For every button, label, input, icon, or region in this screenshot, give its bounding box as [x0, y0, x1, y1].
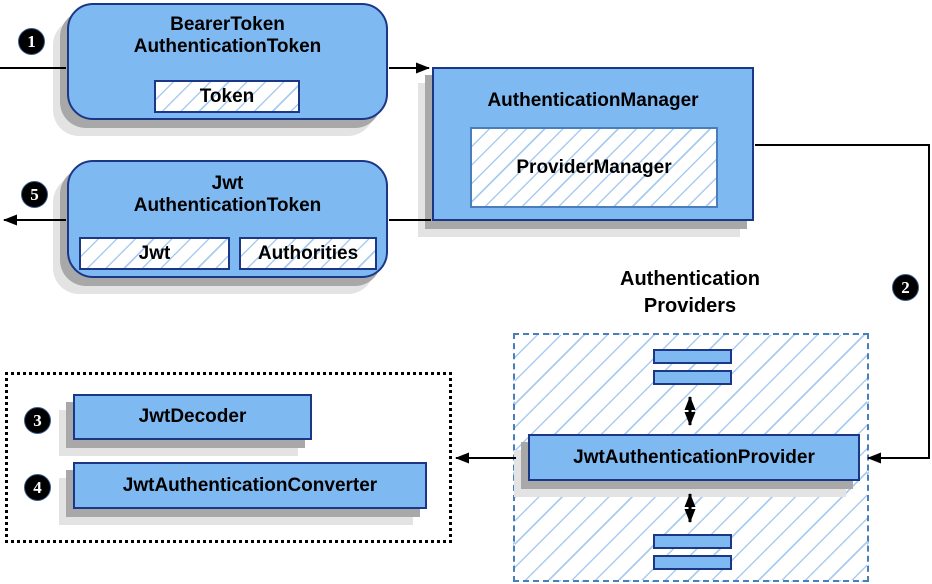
provider-placeholder-rect-bottom-2	[653, 555, 732, 570]
authentication-manager-box: AuthenticationManager ProviderManager	[432, 67, 754, 221]
jwt-authentication-provider-box: JwtAuthenticationProvider	[528, 434, 860, 481]
step-5-badge: 5	[21, 181, 48, 208]
step-4-badge: 4	[24, 474, 51, 501]
step-2-badge: 2	[892, 274, 919, 301]
step-1-badge: 1	[18, 28, 45, 55]
provider-manager-inner-box: ProviderManager	[470, 127, 718, 208]
bearer-token-authentication-token-box: BearerToken AuthenticationToken Token	[67, 3, 388, 120]
jwt-inner-box: Jwt	[79, 237, 230, 270]
step-3-badge: 3	[24, 407, 51, 434]
jwt-token-title-line2: AuthenticationToken	[133, 195, 322, 216]
jwt-authentication-converter-box: JwtAuthenticationConverter	[73, 462, 427, 509]
token-inner-box: Token	[154, 80, 300, 113]
authentication-manager-title: AuthenticationManager	[487, 90, 699, 111]
provider-placeholder-rect-bottom-1	[653, 534, 732, 549]
bearer-token-title-line1: BearerToken	[170, 14, 285, 35]
authorities-inner-box: Authorities	[239, 237, 377, 270]
authentication-providers-label: Authentication Providers	[555, 266, 825, 320]
provider-placeholder-rect-top-2	[653, 370, 732, 385]
authentication-providers-label-line1: Authentication	[620, 268, 760, 290]
jwt-authentication-token-box: Jwt AuthenticationToken Jwt Authorities	[67, 160, 388, 278]
authentication-providers-label-line2: Providers	[643, 295, 737, 317]
jwt-token-title-line1: Jwt	[211, 173, 244, 194]
bearer-token-title-line2: AuthenticationToken	[133, 36, 322, 57]
jwt-components-group-box	[5, 372, 452, 543]
provider-placeholder-rect-top-1	[653, 349, 732, 364]
jwt-decoder-box: JwtDecoder	[73, 394, 312, 440]
